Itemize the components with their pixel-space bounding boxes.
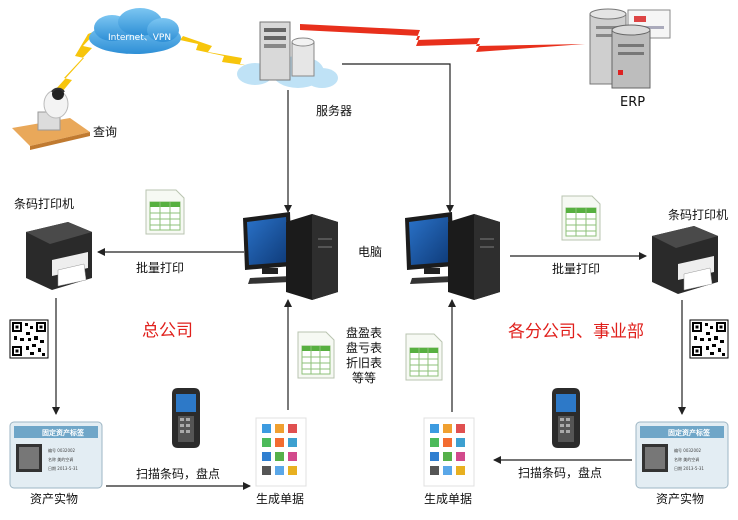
server-label: 服务器	[316, 104, 353, 118]
asset-label-left: 资产实物	[30, 492, 79, 506]
batch-print-label-left: 批量打印	[136, 261, 185, 275]
computer-label: 电脑	[358, 245, 383, 259]
internet-cloud-label: Internet、VPN	[108, 33, 172, 43]
batch-print-label-right: 批量打印	[552, 262, 601, 276]
barcode-printer-icon-left	[26, 222, 92, 290]
computer-icon-branches	[405, 212, 500, 300]
document-screen-icon-left	[255, 417, 307, 487]
asset-tag-title-left: 固定资产标签	[42, 428, 85, 437]
spreadsheet-icon-reports-right	[405, 333, 443, 381]
server-icon	[237, 21, 338, 88]
asset-tag-line3-right: 日期 2013-5-31	[674, 465, 704, 471]
computer-icon-head-office	[243, 212, 338, 300]
barcode-printer-icon-right	[652, 226, 718, 294]
qr-code-icon-right	[689, 319, 729, 359]
spreadsheet-icon-batch-print-right	[561, 195, 601, 241]
generate-label-right: 生成单据	[424, 492, 473, 506]
head-office-label: 总公司	[142, 321, 193, 341]
asset-tag-line1-left: 编号 0032002	[48, 447, 76, 453]
asset-tag-line2-right: 名称 美的空调	[674, 456, 699, 462]
branches-label: 各分公司、事业部	[508, 322, 644, 342]
spreadsheet-icon-batch-print-left	[145, 189, 185, 235]
lightning-link-cloud-to-server	[180, 36, 250, 66]
lightning-link-cloud-to-query	[52, 30, 98, 104]
lightning-link-server-to-erp	[300, 24, 585, 52]
arrow-server-to-right-computer	[342, 63, 454, 213]
asset-tag-line2-left: 名称 美的空调	[48, 456, 73, 462]
handheld-scanner-icon-right	[552, 388, 580, 448]
asset-tag-right: 固定资产标签 编号 0032002 名称 美的空调 日期 2013-5-31	[635, 421, 729, 489]
scan-label-right: 扫描条码，盘点	[518, 466, 603, 480]
erp-label: ERP	[620, 95, 646, 110]
asset-tag-line1-right: 编号 0032002	[674, 447, 702, 453]
document-screen-icon-right	[423, 417, 475, 487]
qr-code-icon-left	[9, 319, 49, 359]
asset-tag-left: 固定资产标签 编号 0032002 名称 美的空调 日期 2013-5-31	[9, 421, 103, 489]
query-label: 查询	[93, 125, 118, 139]
asset-tag-title-right: 固定资产标签	[668, 428, 711, 437]
asset-tag-line3-left: 日期 2013-5-31	[48, 465, 78, 471]
barcode-printer-label-right: 条码打印机	[668, 208, 729, 222]
query-person-icon	[12, 87, 90, 150]
asset-label-right: 资产实物	[656, 492, 705, 506]
scan-label-left: 扫描条码，盘点	[136, 467, 221, 481]
erp-server-icon	[589, 8, 671, 89]
handheld-scanner-icon-left	[172, 388, 200, 448]
generate-label-left: 生成单据	[256, 492, 305, 506]
reports-label: 盘盈表 盘亏表 折旧表 等等	[346, 326, 383, 385]
spreadsheet-icon-reports-left	[297, 331, 335, 379]
internet-cloud-icon	[89, 8, 181, 54]
barcode-printer-label-left: 条码打印机	[14, 197, 75, 211]
